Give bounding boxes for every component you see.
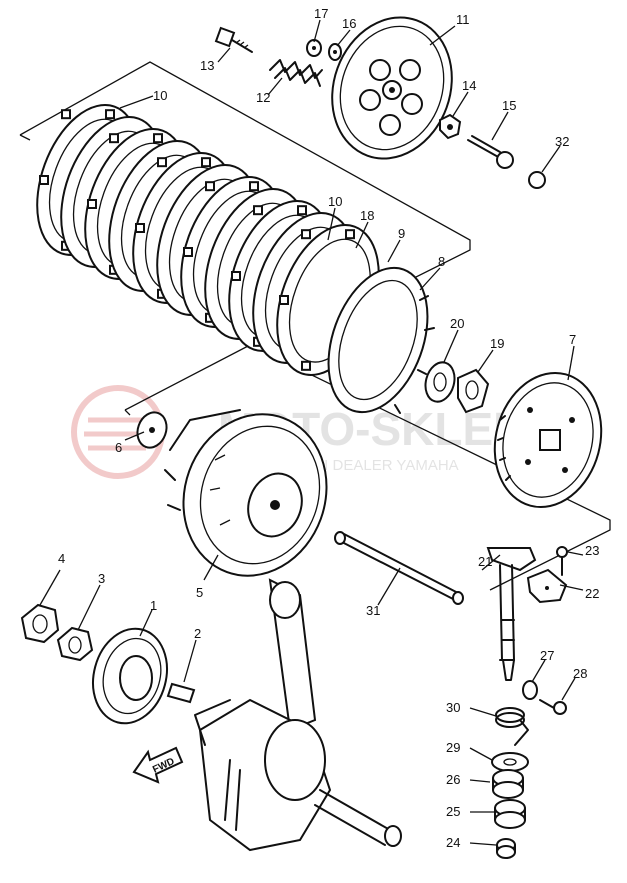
callout-8: 8 [438, 254, 445, 269]
part-4-nut [20, 603, 60, 644]
part-30-torsion-spring [495, 707, 529, 746]
callout-27: 27 [540, 648, 554, 663]
callout-10b: 10 [328, 194, 342, 209]
callout-28: 28 [573, 666, 587, 681]
callout-7: 7 [569, 332, 576, 347]
plate-tab [109, 133, 119, 144]
part-8-friction-plate [327, 266, 435, 414]
part-6-washer [136, 411, 168, 449]
callout-29: 29 [446, 740, 460, 755]
plate-tab [153, 133, 163, 144]
callout-17: 17 [314, 6, 328, 21]
callout-10a: 10 [153, 88, 167, 103]
part-22-clip [526, 568, 568, 604]
part-28-bolt [539, 699, 567, 715]
part-7-clutch-housing [493, 371, 603, 509]
callout-3: 3 [98, 571, 105, 586]
callout-6: 6 [115, 440, 122, 455]
callout-15: 15 [502, 98, 516, 113]
callout-11: 11 [456, 12, 470, 27]
part-12-spring [269, 59, 323, 87]
callout-21: 21 [478, 554, 492, 569]
part-14-nut [439, 113, 462, 140]
callout-9: 9 [398, 226, 405, 241]
fwd-arrow: FWD [132, 746, 184, 784]
callout-18: 18 [360, 208, 374, 223]
plate-tab [105, 109, 115, 120]
plate-tab [201, 157, 211, 168]
plate-tab [279, 295, 289, 305]
plate-tab [157, 157, 167, 168]
callout-2: 2 [194, 626, 201, 641]
callout-24: 24 [446, 835, 460, 850]
callout-13: 13 [200, 58, 214, 73]
callout-26: 26 [446, 772, 460, 787]
plate-tab [345, 229, 355, 240]
plate-tab [249, 181, 259, 192]
part-3-lock-washer [56, 626, 94, 662]
part-31-shaft [334, 531, 464, 605]
part-15-push-rod [467, 135, 514, 169]
plate-tab [39, 175, 49, 185]
callout-30: 30 [446, 700, 460, 715]
callout-25: 25 [446, 804, 460, 819]
leader-lines [39, 19, 584, 846]
part-25-bearing [494, 799, 526, 829]
part-27-washer [522, 680, 538, 700]
callout-20: 20 [450, 316, 464, 331]
plate-tab [183, 247, 193, 257]
callout-22: 22 [585, 586, 599, 601]
part-23-screw [556, 546, 568, 576]
plate-tab [61, 109, 71, 120]
callout-4: 4 [58, 551, 65, 566]
part-20-washer [424, 361, 456, 403]
plate-tab [253, 205, 263, 216]
callout-23: 23 [585, 543, 599, 558]
part-19-lock-washer [457, 368, 490, 414]
callout-14: 14 [462, 78, 476, 93]
callout-12: 12 [256, 90, 270, 105]
part-17-nut [306, 39, 322, 57]
part-24-cap [496, 838, 516, 859]
part-5-clutch-boss [164, 409, 328, 577]
part-29-washer [491, 752, 529, 772]
callout-5: 5 [196, 585, 203, 600]
part-16-washer [328, 43, 342, 61]
callout-32: 32 [555, 134, 569, 149]
part-11-pressure-plate [331, 16, 453, 160]
part-32-ball [528, 171, 546, 189]
part-26-bushing [492, 769, 524, 799]
plate-tab [135, 223, 145, 233]
callout-1: 1 [150, 598, 157, 613]
plate-tab [297, 205, 307, 216]
callout-31: 31 [366, 603, 380, 618]
part-1-drive-gear [92, 627, 168, 725]
plate-tab [301, 229, 311, 240]
callout-19: 19 [490, 336, 504, 351]
plate-tab [87, 199, 97, 209]
part-2-key [166, 682, 196, 704]
callout-labels: 1 2 3 4 5 6 7 8 9 10 10 11 12 13 14 15 1… [58, 6, 599, 850]
part-13-bolt [214, 26, 253, 53]
part-21-kick-axle [486, 547, 537, 681]
plate-tab [231, 271, 241, 281]
callout-16: 16 [342, 16, 356, 31]
plate-tab [301, 360, 311, 371]
plate-tab [205, 181, 215, 192]
crankshaft [194, 578, 402, 852]
assembly-outline-upper [19, 61, 611, 591]
